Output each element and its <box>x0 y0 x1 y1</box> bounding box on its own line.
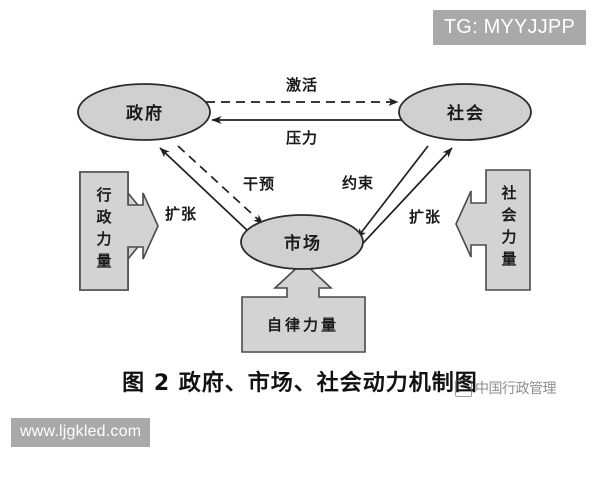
force-self-discipline-power-label: 自律力量 <box>267 316 339 334</box>
force-administrative-power-arrow <box>79 171 159 291</box>
node-market-label: 市场 <box>284 233 322 254</box>
edge-expand-left: 扩张 <box>159 147 250 233</box>
edge-expand-right-label: 扩张 <box>409 208 441 226</box>
edge-pressure-label: 压力 <box>286 129 318 147</box>
node-government-label: 政府 <box>126 103 164 124</box>
force-self-discipline-power-shape <box>241 260 366 353</box>
node-society: 社会 <box>398 83 532 141</box>
force-administrative-power: 行政力量 <box>79 171 159 291</box>
edge-pressure: 压力 <box>211 116 404 147</box>
edge-activate-label: 激活 <box>286 76 318 94</box>
edge-activate: 激活 <box>206 76 399 106</box>
node-government-ellipse <box>77 83 211 141</box>
force-social-power-label: 社会力量 <box>500 184 516 268</box>
edge-intervene: 干预 <box>177 145 275 225</box>
edge-intervene-line <box>177 145 264 225</box>
watermark-top-right: TG: MYYJJPP <box>432 10 586 45</box>
journal-logo-icon <box>455 379 472 397</box>
node-market: 市场 <box>240 214 364 270</box>
force-social-power-shape <box>455 169 531 291</box>
edge-expand-right-line <box>351 147 453 256</box>
edge-constrain-line <box>356 145 429 239</box>
force-self-discipline-power: 自律力量 <box>241 260 366 353</box>
journal-watermark-label: 中国行政管理 <box>475 381 557 397</box>
edge-constrain: 约束 <box>342 145 429 239</box>
edge-constrain-label: 约束 <box>342 174 374 192</box>
journal-watermark: 中国行政管理 <box>455 378 557 398</box>
node-society-label: 社会 <box>446 103 485 124</box>
edge-expand-right: 扩张 <box>351 147 453 256</box>
node-government: 政府 <box>77 83 211 141</box>
figure-caption: 图 2 政府、市场、社会动力机制图 <box>122 370 478 396</box>
watermark-bottom-left: www.ljgkled.com <box>11 418 151 447</box>
node-society-ellipse <box>398 83 532 141</box>
force-social-power: 社会力量 <box>455 169 531 291</box>
edge-expand-left-label: 扩张 <box>165 205 197 223</box>
edge-intervene-label: 干预 <box>243 175 275 193</box>
edge-expand-left-line <box>159 147 250 233</box>
node-market-ellipse <box>240 214 364 270</box>
force-administrative-power-label: 行政力量 <box>95 186 112 270</box>
